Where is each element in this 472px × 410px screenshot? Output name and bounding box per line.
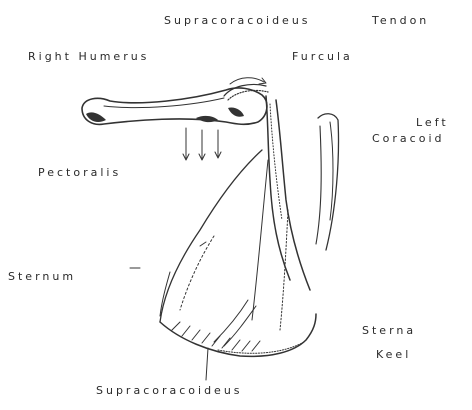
label-supracoracoideus-bottom: Supracoracoideus xyxy=(96,384,243,397)
label-left: Left xyxy=(416,116,449,129)
sternum-body xyxy=(160,150,288,330)
label-supracoracoideus-top: Supracoracoideus xyxy=(164,14,311,27)
pectoralis-arrows xyxy=(183,128,221,160)
left-coracoid-bone xyxy=(316,114,339,250)
label-sterna: Sterna xyxy=(362,324,416,337)
furcula-coracoid xyxy=(266,96,310,290)
label-right-humerus: Right Humerus xyxy=(28,50,149,63)
label-coracoid: Coracoid xyxy=(372,132,445,145)
label-pectoralis: Pectoralis xyxy=(38,166,121,179)
sternal-keel xyxy=(160,314,316,356)
sternum-marks xyxy=(130,242,206,268)
label-keel: Keel xyxy=(376,348,411,361)
supracoracoideus-muscle xyxy=(206,300,256,380)
label-sternum: Sternum xyxy=(8,270,76,283)
label-tendon: Tendon xyxy=(372,14,429,27)
right-humerus-bone xyxy=(82,88,267,124)
label-furcula: Furcula xyxy=(292,50,353,63)
